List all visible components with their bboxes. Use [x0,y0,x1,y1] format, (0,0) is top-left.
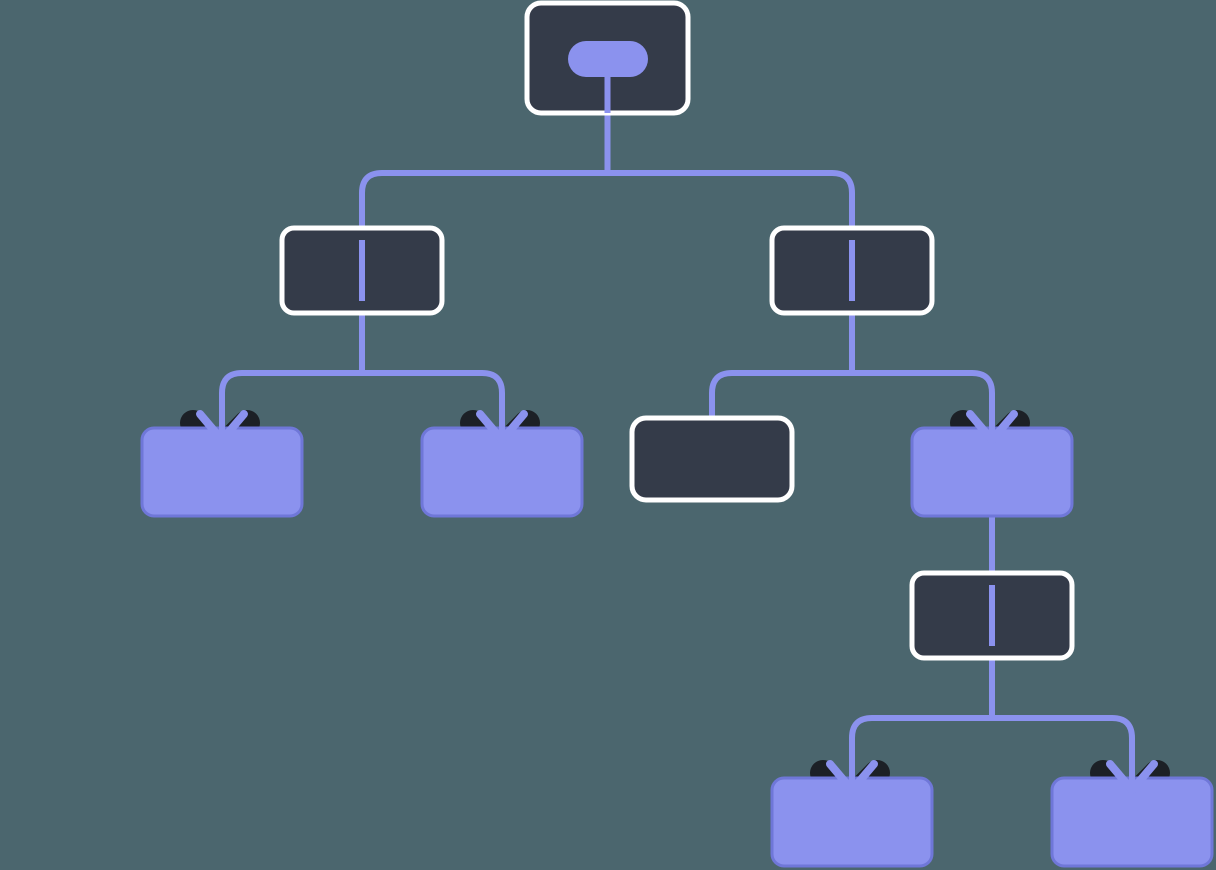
edge-n2-n5[interactable] [359,313,505,440]
node-n8[interactable] [909,570,1075,661]
node-n1-pill-badge [568,41,648,77]
arrow-shaft-tip-layer [219,400,1135,792]
edge-n1-n2[interactable] [359,113,611,350]
node-n3[interactable] [769,225,935,316]
node-n2[interactable] [279,225,445,316]
arrow-shaft-tip-n4 [219,400,225,442]
edge-n3-n6[interactable] [709,313,855,418]
arrow-shaft-tip-n7 [989,400,995,442]
arrow-shaft-tip-n5 [499,400,505,442]
node-n3-inner-line [849,240,855,301]
node-n1-stem [604,60,611,113]
node-n8-inner-line [989,585,995,646]
node-n2-inner-line [359,240,365,301]
edge-n3-n7[interactable] [849,313,995,440]
arrow-shaft-tip-n9 [849,750,855,792]
edge-n8-n9[interactable] [849,658,995,790]
node-n1[interactable] [524,0,691,116]
edge-n2-n4[interactable] [219,313,365,440]
edge-layer [219,113,1135,790]
arrow-shaft-tip-n10 [1129,750,1135,792]
edge-n1-n3[interactable] [604,113,855,350]
edge-n8-n10[interactable] [989,658,1135,790]
node-n6[interactable] [629,415,795,503]
node-layer [140,0,1214,868]
